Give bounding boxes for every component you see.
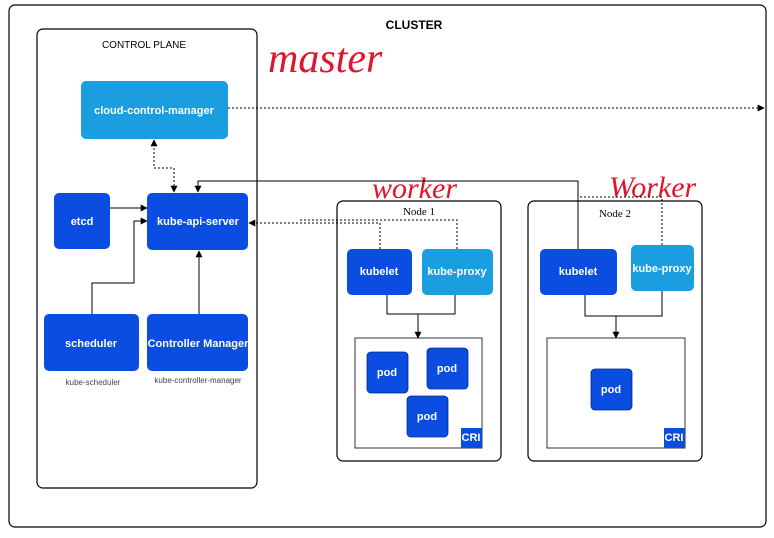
node2-kube-proxy-label: kube-proxy — [632, 263, 692, 275]
cloud-control-manager[interactable]: cloud-control-manager — [81, 81, 228, 139]
node2-kube-proxy[interactable]: kube-proxy — [631, 245, 694, 291]
node1-boundary — [336, 200, 502, 462]
etcd[interactable]: etcd — [54, 193, 110, 249]
node1-cri-label: CRI — [462, 432, 481, 444]
controller-manager-caption: kube-controller-manager — [154, 376, 241, 385]
node2-proxy-api-link — [578, 196, 663, 245]
scheduler-api-link — [91, 217, 148, 314]
pod-label: pod — [437, 363, 457, 375]
master-annotation: master — [268, 36, 383, 82]
scheduler-label: scheduler — [65, 338, 118, 350]
worker-annotation-node1: worker — [372, 172, 457, 205]
node1-kubelet-label: kubelet — [360, 266, 399, 278]
node2-boundary — [527, 200, 703, 462]
node2-kubelet-label: kubelet — [559, 266, 598, 278]
cloud-control-manager-label: cloud-control-manager — [94, 105, 215, 117]
node1-kube-proxy[interactable]: kube-proxy — [422, 249, 493, 295]
controller-manager[interactable]: Controller Manager — [147, 314, 249, 371]
cluster-title: CLUSTER — [386, 18, 443, 32]
pod-label: pod — [601, 384, 621, 396]
cloud-api-link-2 — [154, 167, 178, 193]
node2-kubelet-down — [584, 295, 616, 317]
node2-proxy-down — [616, 291, 663, 317]
node1-cri: CRI — [461, 428, 482, 448]
node2-kubelet-api-link — [194, 180, 579, 249]
node1-kube-proxy-label: kube-proxy — [427, 266, 487, 278]
node1-kubelet[interactable]: kubelet — [347, 249, 412, 295]
node2-kubelet[interactable]: kubelet — [540, 249, 617, 295]
node1-pod-1[interactable]: pod — [366, 351, 409, 394]
node2-cri-label: CRI — [665, 432, 684, 444]
node2-title: Node 2 — [599, 208, 631, 220]
node1-pod-2[interactable]: pod — [426, 347, 469, 390]
node1-title: Node 1 — [403, 206, 435, 218]
cluster-boundary — [8, 4, 767, 528]
node2-pod-1[interactable]: pod — [590, 368, 633, 411]
node2-cri: CRI — [664, 428, 685, 448]
scheduler-caption: kube-scheduler — [66, 378, 121, 387]
node1-pod-3[interactable]: pod — [406, 395, 449, 438]
worker-annotation-node2: Worker — [609, 171, 697, 204]
node1-proxy-down — [418, 295, 456, 315]
control-plane-boundary — [36, 28, 258, 489]
pod-label: pod — [417, 411, 437, 423]
pod-label: pod — [377, 367, 397, 379]
connectors — [91, 104, 765, 339]
node1-proxy-api-link — [300, 219, 458, 249]
kube-api-server-label: kube-api-server — [157, 216, 240, 228]
node1-kubelet-api-link — [248, 219, 381, 249]
kube-api-server[interactable]: kube-api-server — [147, 193, 248, 250]
node1-kubelet-down — [386, 295, 418, 315]
control-plane-title: CONTROL PLANE — [102, 40, 186, 51]
scheduler[interactable]: scheduler — [44, 314, 139, 371]
etcd-label: etcd — [71, 216, 94, 228]
controller-manager-label: Controller Manager — [148, 338, 250, 350]
